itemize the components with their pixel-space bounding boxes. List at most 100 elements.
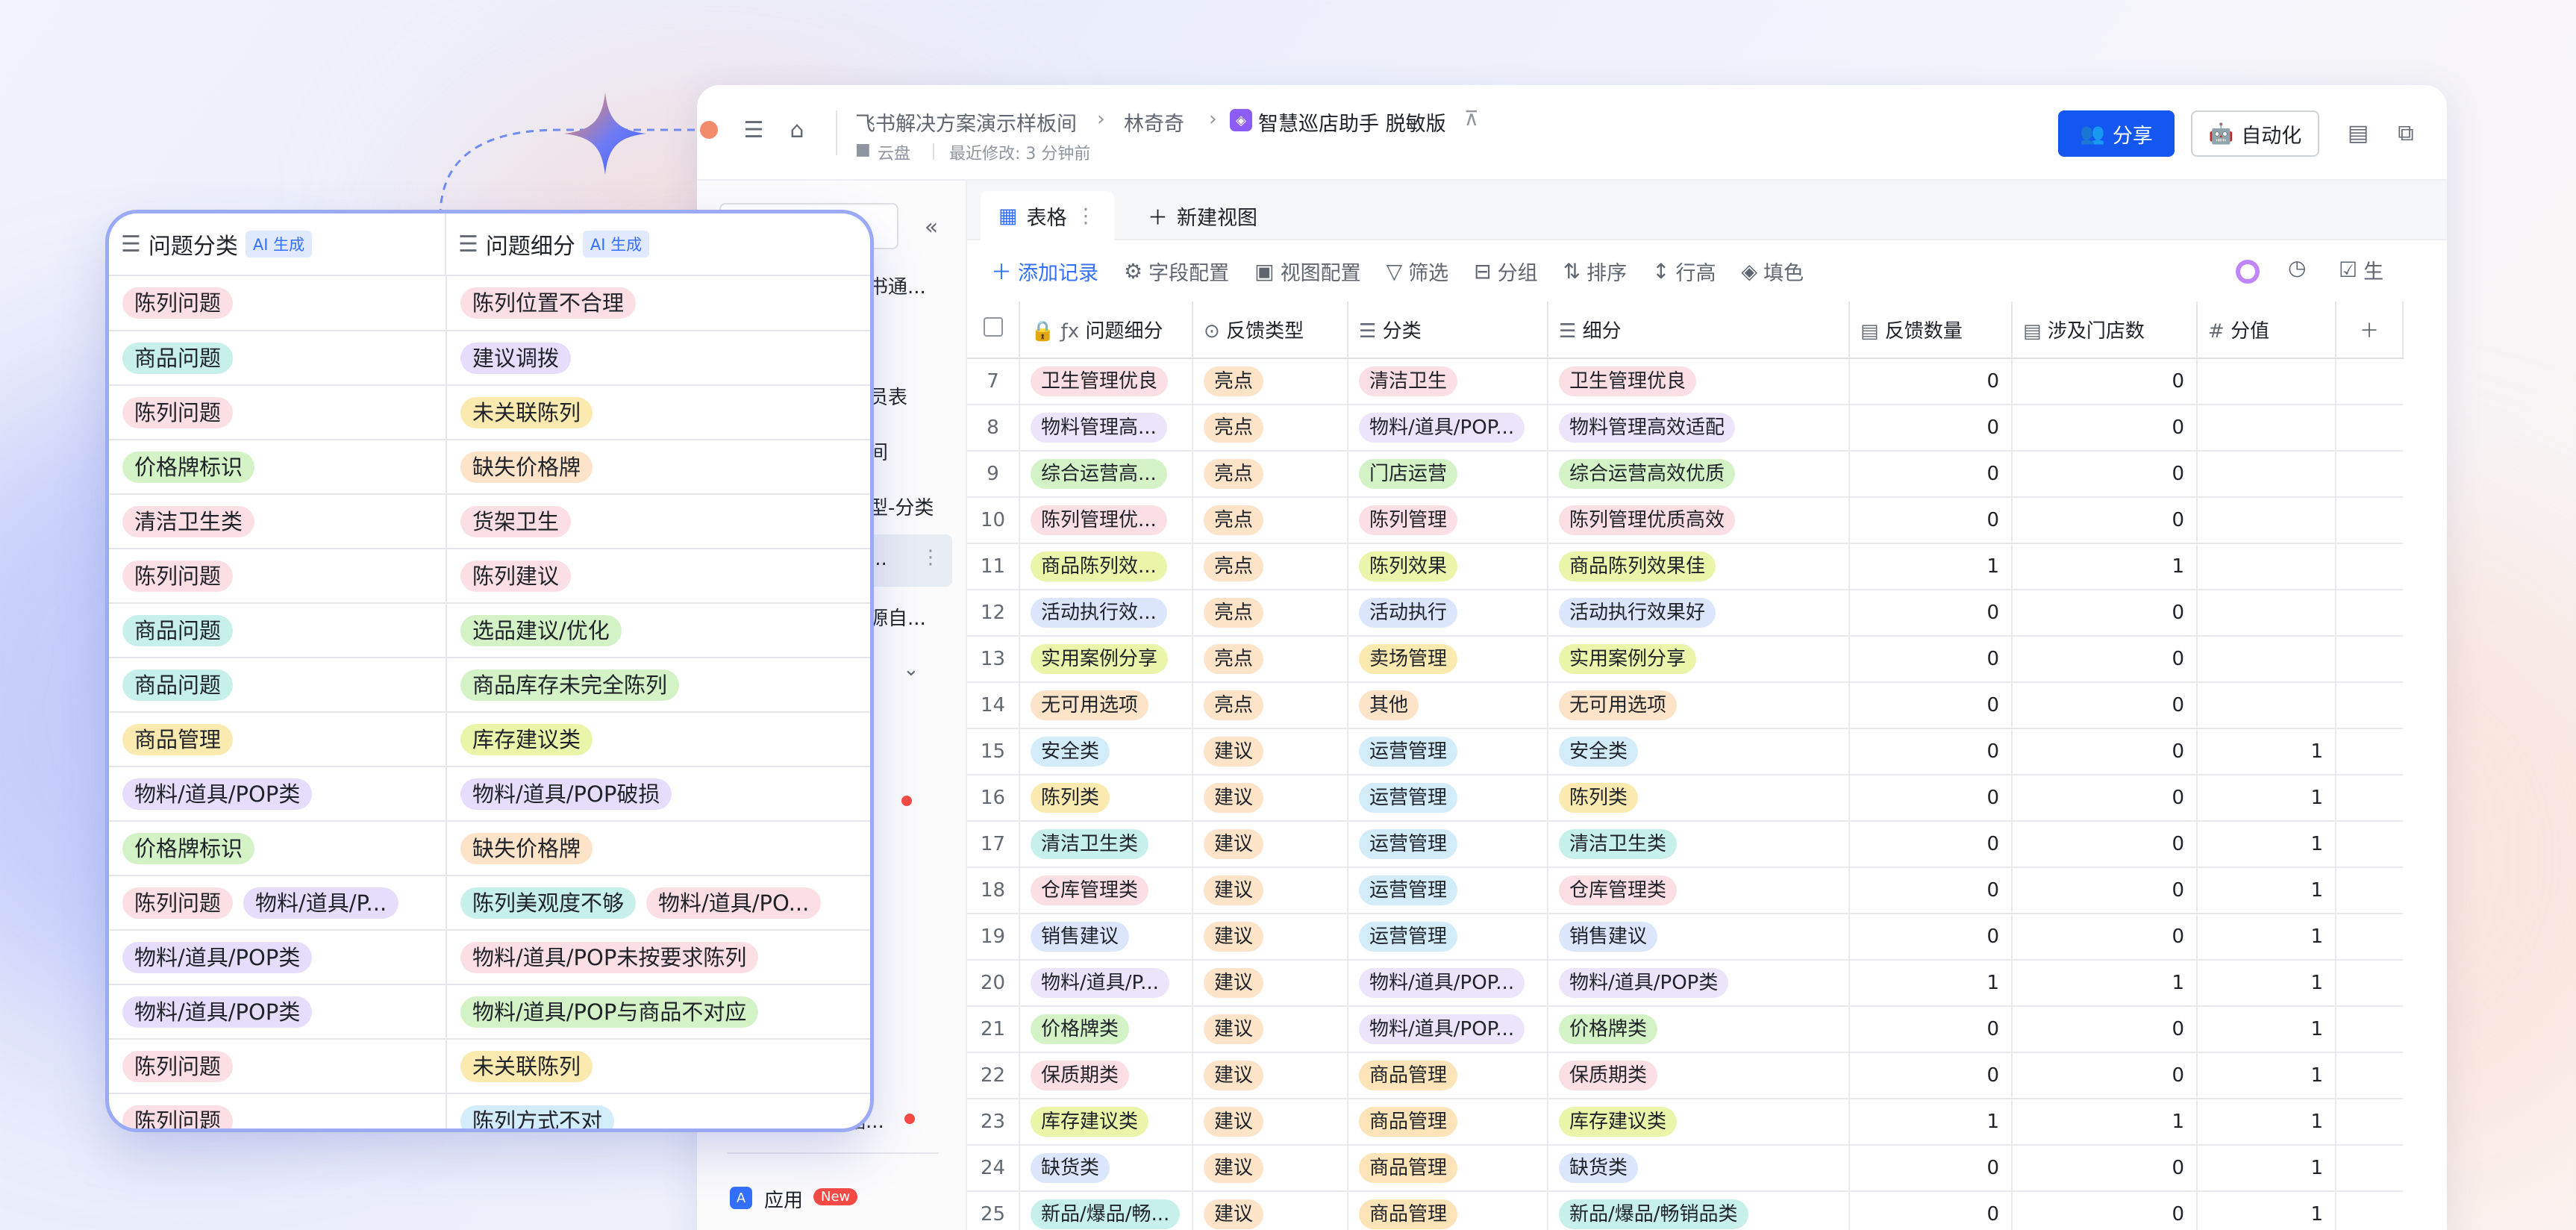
breadcrumb-user[interactable]: 林奇奇 — [1124, 113, 1184, 136]
cell-feedback-count[interactable]: 0 — [1849, 1191, 2013, 1230]
ai-assistant-icon[interactable] — [2236, 260, 2260, 284]
plugin-icon[interactable]: ⧉ — [2398, 119, 2414, 146]
cell-issue-category[interactable]: 陈列问题 — [109, 549, 447, 604]
cell-score[interactable] — [2197, 590, 2336, 637]
column-header[interactable]: ☰ 问题分类 AI 生成 — [109, 213, 446, 275]
group-button[interactable]: ⊟分组 — [1474, 258, 1538, 285]
cell-feedback-count[interactable]: 0 — [1849, 775, 2013, 822]
cell-issue-category[interactable]: 商品管理 — [109, 712, 447, 767]
card-row[interactable]: 商品问题商品库存未完全陈列 — [109, 658, 870, 713]
cell-issue-detail[interactable]: 陈列美观度不够物料/道具/PO... — [446, 875, 870, 931]
cell-issue-category[interactable]: 陈列问题 — [109, 385, 447, 440]
cell-category[interactable]: 物料/道具/POP... — [1348, 405, 1548, 452]
cell-feedback-type[interactable]: 建议 — [1192, 1052, 1348, 1099]
cell-feedback-type[interactable]: 亮点 — [1192, 405, 1348, 452]
document-icon[interactable]: ▤ — [2347, 119, 2369, 146]
cell-issue-detail[interactable]: 库存建议类 — [446, 712, 870, 767]
cell-issue-category[interactable]: 陈列问题 — [109, 1039, 447, 1094]
filter-button[interactable]: ▽筛选 — [1386, 258, 1449, 285]
cell-score[interactable]: 1 — [2197, 1145, 2336, 1192]
cell-category[interactable]: 卖场管理 — [1348, 636, 1548, 683]
field-config-button[interactable]: ⚙字段配置 — [1124, 258, 1230, 285]
column-header[interactable]: ☰ 细分 — [1548, 302, 1850, 359]
cell-issue-detail[interactable]: 物料管理高... — [1019, 405, 1193, 452]
cell-category[interactable]: 陈列管理 — [1348, 497, 1548, 544]
cell-issue-category[interactable]: 物料/道具/POP类 — [109, 767, 447, 822]
cell-category[interactable]: 陈列效果 — [1348, 543, 1548, 590]
cell-subcategory[interactable]: 综合运营高效优质 — [1548, 451, 1850, 498]
cell-subcategory[interactable]: 销售建议 — [1548, 914, 1850, 961]
cell-feedback-type[interactable]: 亮点 — [1192, 358, 1348, 405]
cell-subcategory[interactable]: 商品陈列效果佳 — [1548, 543, 1850, 590]
card-row[interactable]: 陈列问题陈列方式不对 — [109, 1093, 870, 1128]
cell-score[interactable]: 1 — [2197, 867, 2336, 914]
card-row[interactable]: 陈列问题陈列位置不合理 — [109, 276, 870, 331]
add-column-button[interactable]: ＋ — [2336, 302, 2404, 359]
new-view-button[interactable]: ＋新建视图 — [1130, 191, 1275, 240]
cell-issue-detail[interactable]: 保质期类 — [1019, 1052, 1193, 1099]
cell-category[interactable]: 商品管理 — [1348, 1191, 1548, 1230]
cell-category[interactable]: 物料/道具/POP... — [1348, 1006, 1548, 1053]
cell-feedback-type[interactable]: 亮点 — [1192, 543, 1348, 590]
card-row[interactable]: 物料/道具/POP类物料/道具/POP破损 — [109, 767, 870, 822]
column-header[interactable]: ⊙ 反馈类型 — [1192, 302, 1348, 359]
cell-feedback-type[interactable]: 建议 — [1192, 960, 1348, 1007]
column-header[interactable]: 🔒 ƒx 问题细分 — [1019, 302, 1193, 359]
cell-subcategory[interactable]: 卫生管理优良 — [1548, 358, 1850, 405]
generate-button[interactable]: ☑生 — [2339, 257, 2384, 284]
cell-store-count[interactable]: 0 — [2012, 358, 2198, 405]
column-header[interactable]: # 分值 — [2197, 302, 2336, 359]
home-icon[interactable]: ⌂ — [790, 116, 804, 143]
cell-feedback-type[interactable]: 亮点 — [1192, 451, 1348, 498]
cell-subcategory[interactable]: 陈列类 — [1548, 775, 1850, 822]
column-header[interactable]: ☰ 问题细分 AI 生成 — [446, 213, 870, 275]
cell-feedback-type[interactable]: 亮点 — [1192, 590, 1348, 637]
cell-issue-detail[interactable]: 无可用选项 — [1019, 682, 1193, 729]
cell-issue-detail[interactable]: 陈列管理优... — [1019, 497, 1193, 544]
cell-issue-category[interactable]: 陈列问题物料/道具/P... — [109, 875, 447, 931]
sort-button[interactable]: ⇅排序 — [1563, 258, 1628, 285]
sidebar-item[interactable]: ... — [869, 548, 887, 570]
cell-feedback-count[interactable]: 0 — [1849, 451, 2013, 498]
cell-category[interactable]: 商品管理 — [1348, 1145, 1548, 1192]
location-label[interactable]: 云盘 — [878, 145, 911, 163]
cell-issue-detail[interactable]: 建议调拨 — [446, 331, 870, 386]
cell-store-count[interactable]: 0 — [2012, 775, 2198, 822]
cell-feedback-type[interactable]: 建议 — [1192, 728, 1348, 775]
cell-feedback-count[interactable]: 0 — [1849, 1006, 2013, 1053]
card-row[interactable]: 商品管理库存建议类 — [109, 712, 870, 767]
sidebar-item[interactable]: 员表 — [869, 387, 908, 409]
cell-feedback-type[interactable]: 建议 — [1192, 1006, 1348, 1053]
cell-feedback-count[interactable]: 0 — [1849, 636, 2013, 683]
apps-label[interactable]: 应用 — [764, 1190, 804, 1212]
cell-issue-detail[interactable]: 综合运营高... — [1019, 451, 1193, 498]
cell-category[interactable]: 其他 — [1348, 682, 1548, 729]
cell-score[interactable] — [2197, 405, 2336, 452]
cell-feedback-count[interactable]: 0 — [1849, 1145, 2013, 1192]
cell-category[interactable]: 运营管理 — [1348, 728, 1548, 775]
cell-score[interactable] — [2197, 358, 2336, 405]
cell-feedback-count[interactable]: 0 — [1849, 867, 2013, 914]
cell-issue-detail[interactable]: 货架卫生 — [446, 494, 870, 549]
card-row[interactable]: 清洁卫生类货架卫生 — [109, 494, 870, 549]
cell-issue-detail[interactable]: 价格牌类 — [1019, 1006, 1193, 1053]
cell-feedback-type[interactable]: 建议 — [1192, 1145, 1348, 1192]
cell-issue-detail[interactable]: 物料/道具/P... — [1019, 960, 1193, 1007]
cell-store-count[interactable]: 0 — [2012, 914, 2198, 961]
share-button[interactable]: 👥分享 — [2058, 110, 2175, 157]
cell-issue-category[interactable]: 物料/道具/POP类 — [109, 984, 447, 1040]
cell-store-count[interactable]: 0 — [2012, 1052, 2198, 1099]
cell-feedback-type[interactable]: 亮点 — [1192, 682, 1348, 729]
cell-subcategory[interactable]: 缺货类 — [1548, 1145, 1850, 1192]
sidebar-item[interactable]: 源自... — [869, 608, 926, 630]
cell-issue-detail[interactable]: 实用案例分享 — [1019, 636, 1193, 683]
cell-issue-category[interactable]: 价格牌标识 — [109, 821, 447, 876]
cell-score[interactable]: 1 — [2197, 1006, 2336, 1053]
column-header[interactable]: ▤ 反馈数量 — [1849, 302, 2013, 359]
